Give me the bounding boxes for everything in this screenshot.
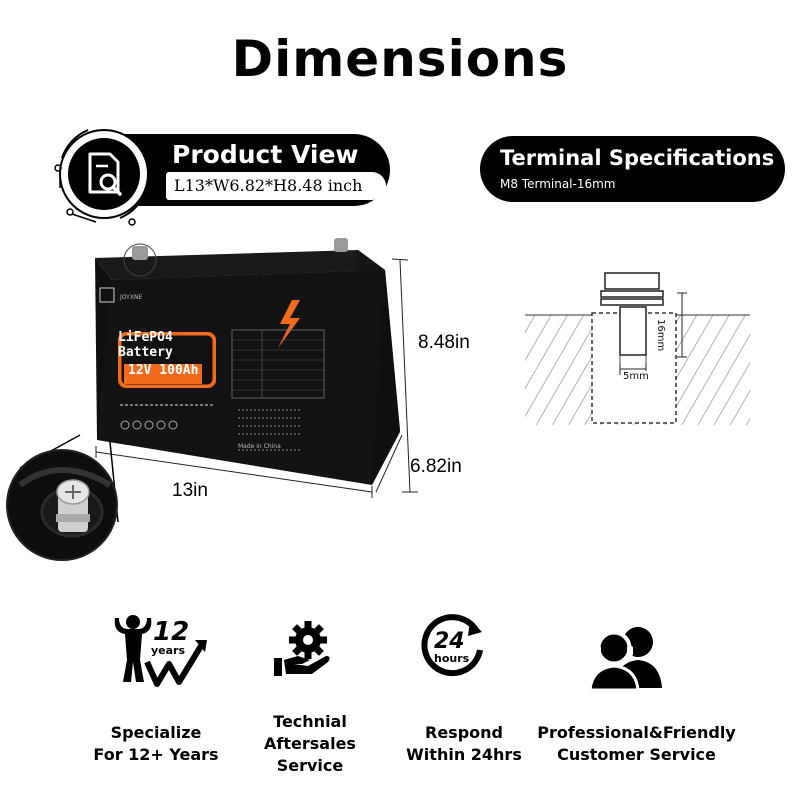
product-view-title: Product View (172, 140, 359, 169)
terminal-spec-title: Terminal Specifications (500, 146, 775, 170)
feature-experience-line1: Specialize (110, 723, 202, 742)
page-title: Dimensions (231, 30, 569, 88)
document-search-icon (54, 129, 149, 226)
feature-customer-service: Professional&Friendly Customer Service (534, 722, 739, 766)
battery-product-image: JOYXNE (6, 238, 418, 561)
feature-aftersales: Technial Aftersales Service (220, 711, 400, 777)
product-view-dimensions: L13*W6.82*H8.48 inch (166, 172, 386, 200)
headset-support-icon (588, 627, 662, 690)
terminal-spec-banner (480, 136, 785, 202)
feature-experience: Specialize For 12+ Years (66, 722, 246, 766)
svg-text:JOYXNE: JOYXNE (119, 294, 142, 301)
feature-aftersales-line2: Aftersales (264, 734, 356, 753)
strongman-12-years-icon: 12 years (114, 615, 207, 687)
24-hours-icon: 24 hours (421, 614, 483, 677)
battery-label-line2: 12V 100Ah (128, 363, 199, 378)
feature-response: Respond Within 24hrs (374, 722, 554, 766)
height-dimension-label: 8.48in (418, 332, 470, 353)
feature-aftersales-line3: Service (276, 756, 344, 775)
terminal-width-label: 5mm (621, 371, 651, 382)
terminal-height-label: 16mm (655, 318, 666, 353)
hours-badge-label: hours (434, 652, 470, 665)
years-badge-number: 12 (153, 617, 189, 647)
feature-customer-service-line1: Professional&Friendly (537, 723, 736, 742)
feature-aftersales-line1: Technial (273, 712, 347, 731)
feature-experience-line2: For 12+ Years (93, 745, 219, 764)
battery-label-line1: LiFePO4 Battery (118, 330, 173, 360)
battery-made-in: Made in China (238, 443, 281, 450)
years-badge-label: years (151, 644, 185, 657)
terminal-spec-subtitle: M8 Terminal-16mm (500, 177, 616, 191)
length-dimension-label: 13in (172, 480, 208, 501)
feature-response-line2: Within 24hrs (406, 745, 522, 764)
feature-customer-service-line2: Customer Service (557, 745, 716, 764)
feature-response-line1: Respond (425, 723, 503, 742)
width-dimension-label: 6.82in (410, 456, 462, 477)
hand-gear-icon (274, 621, 330, 676)
hours-badge-number: 24 (434, 629, 465, 654)
terminal-diagram (525, 272, 750, 425)
